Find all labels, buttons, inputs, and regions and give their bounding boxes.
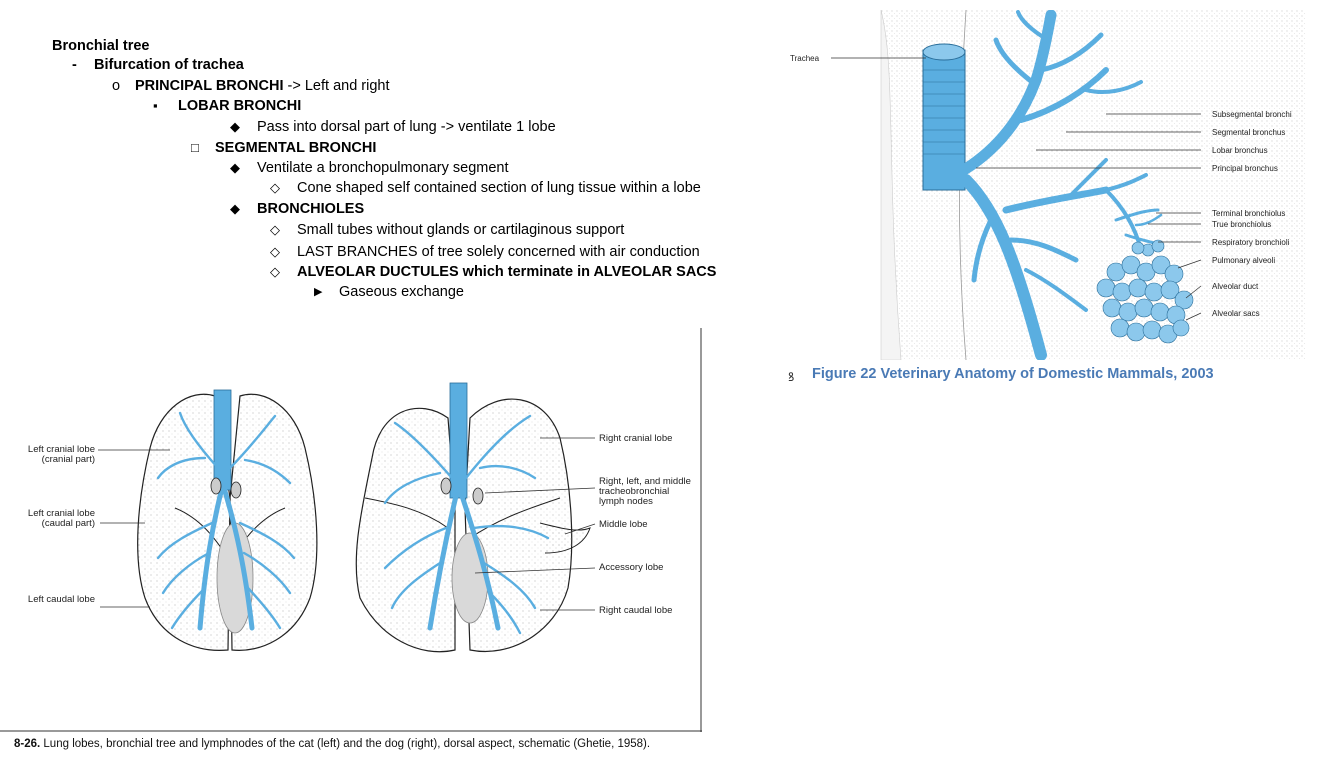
outline-item-l2-bold: PRINCIPAL BRONCHI bbox=[135, 78, 284, 94]
label-alveolar-duct: Alveolar duct bbox=[1212, 282, 1259, 291]
label-left-caudal-part-2: (caudal part) bbox=[42, 518, 95, 529]
bronchial-tree-figure: Trachea Subsegmental bronchi Segmental b… bbox=[786, 10, 1306, 360]
outline-marker-l1: - bbox=[72, 56, 77, 74]
outline-marker-l6: ◆ bbox=[230, 159, 240, 177]
label-right-caudal-lobe: Right caudal lobe bbox=[599, 605, 672, 616]
outline-marker-l7: ◇ bbox=[270, 179, 280, 197]
cat-lungs bbox=[138, 390, 317, 650]
figure-22-caption: Figure 22 Veterinary Anatomy of Domestic… bbox=[812, 366, 1214, 382]
label-middle-lobe: Middle lobe bbox=[599, 519, 648, 530]
outline-item-l4: Pass into dorsal part of lung -> ventila… bbox=[257, 118, 556, 136]
outline-marker-l8: ◆ bbox=[230, 200, 240, 218]
outline-marker-l5: □ bbox=[191, 139, 199, 157]
caption-anchor-icon: ꝸ bbox=[788, 368, 794, 385]
outline-marker-l3: ▪ bbox=[153, 97, 158, 115]
outline-marker-l4: ◆ bbox=[230, 118, 240, 136]
label-pulmonary-alveoli: Pulmonary alveoli bbox=[1212, 256, 1275, 265]
trachea bbox=[923, 44, 965, 190]
outline-item-l9: Small tubes without glands or cartilagin… bbox=[297, 221, 624, 239]
outline: Bronchial tree - Bifurcation of trachea … bbox=[0, 0, 780, 310]
caption-text: Lung lobes, bronchial tree and lymphnode… bbox=[40, 738, 650, 750]
outline-marker-l10: ◇ bbox=[270, 243, 280, 261]
label-right-cranial-lobe: Right cranial lobe bbox=[599, 433, 672, 444]
lung-lobes-illustration: Left cranial lobe (cranial part) Left cr… bbox=[0, 328, 702, 732]
outline-item-l6: Ventilate a bronchopulmonary segment bbox=[257, 159, 509, 177]
outline-item-l2-rest: -> Left and right bbox=[284, 78, 390, 94]
label-left-caudal-lobe: Left caudal lobe bbox=[28, 594, 95, 605]
outline-item-l11: ALVEOLAR DUCTULES which terminate in ALV… bbox=[297, 263, 716, 281]
label-principal-bronchus: Principal bronchus bbox=[1212, 164, 1278, 173]
label-left-cranial-2: (cranial part) bbox=[42, 454, 95, 465]
dog-lungs bbox=[356, 383, 590, 652]
label-lymph-3: lymph nodes bbox=[599, 496, 653, 507]
caption-number: 8-26. bbox=[14, 738, 40, 750]
label-respiratory-bronchioli: Respiratory bronchioli bbox=[1212, 238, 1290, 247]
label-lobar-bronchus: Lobar bronchus bbox=[1212, 146, 1268, 155]
label-accessory-lobe: Accessory lobe bbox=[599, 562, 663, 573]
label-terminal-bronchiolus: Terminal bronchiolus bbox=[1212, 209, 1285, 218]
outline-item-l8: BRONCHIOLES bbox=[257, 200, 364, 218]
outline-item-l5: SEGMENTAL BRONCHI bbox=[215, 139, 376, 157]
label-trachea: Trachea bbox=[790, 54, 820, 63]
label-subsegmental-bronchi: Subsegmental bronchi bbox=[1212, 110, 1292, 119]
outline-heading: Bronchial tree bbox=[52, 37, 150, 55]
label-true-bronchiolus: True bronchiolus bbox=[1212, 220, 1271, 229]
outline-item-l10: LAST BRANCHES of tree solely concerned w… bbox=[297, 243, 700, 261]
outline-item-l2: PRINCIPAL BRONCHI -> Left and right bbox=[135, 77, 390, 95]
outline-item-l7: Cone shaped self contained section of lu… bbox=[297, 179, 701, 197]
outline-marker-l12: ▶ bbox=[314, 283, 322, 301]
label-alveolar-sacs: Alveolar sacs bbox=[1212, 309, 1260, 318]
bronchial-tree-illustration: Trachea Subsegmental bronchi Segmental b… bbox=[786, 10, 1306, 360]
outline-item-l3: LOBAR BRONCHI bbox=[178, 97, 301, 115]
label-segmental-bronchus: Segmental bronchus bbox=[1212, 128, 1285, 137]
outline-item-l1: Bifurcation of trachea bbox=[94, 56, 244, 74]
outline-marker-l11: ◇ bbox=[270, 263, 280, 281]
outline-marker-l9: ◇ bbox=[270, 221, 280, 239]
lung-figure-caption: 8-26. Lung lobes, bronchial tree and lym… bbox=[14, 738, 650, 750]
lung-lobes-figure: Left cranial lobe (cranial part) Left cr… bbox=[0, 328, 702, 732]
outline-item-l12: Gaseous exchange bbox=[339, 283, 464, 301]
outline-marker-l2: o bbox=[112, 77, 120, 95]
